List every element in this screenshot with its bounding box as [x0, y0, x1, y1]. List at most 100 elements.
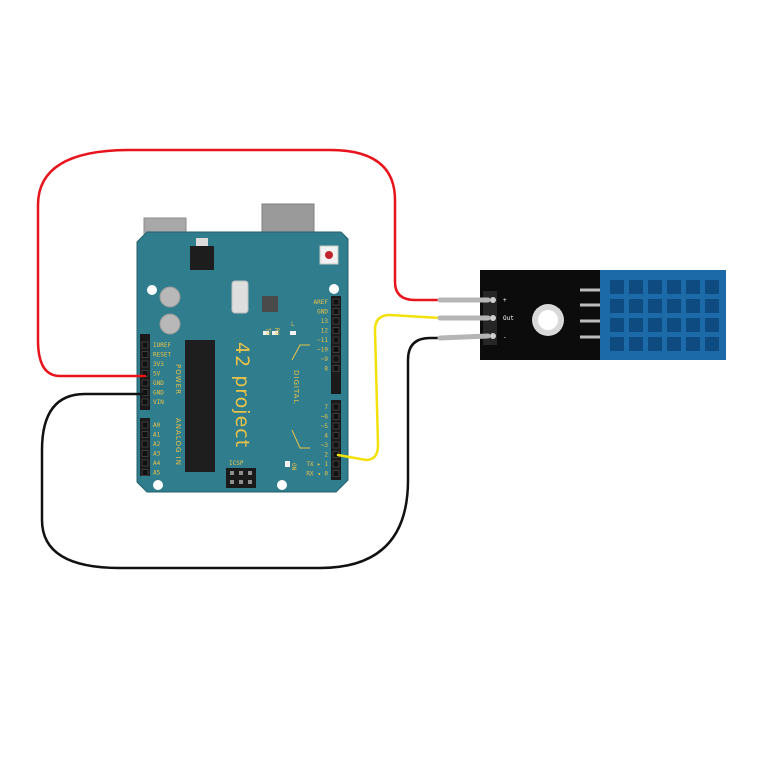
header-pin [332, 470, 340, 477]
header-pin [141, 431, 149, 438]
mount-hole [329, 284, 339, 294]
digital-bracket [291, 344, 310, 361]
wire-red [36, 148, 442, 378]
header-pin [141, 379, 149, 387]
header-pin [332, 317, 340, 325]
header-pin-label: 5V [153, 371, 161, 378]
header-pin [332, 432, 340, 439]
header-pin [332, 355, 340, 363]
rx-led [272, 331, 278, 335]
sensor-module: + Out - [480, 270, 726, 360]
header-pin-label: A1 [153, 432, 161, 439]
grille-cell [610, 280, 624, 294]
grille-cell [667, 318, 681, 332]
wire-yellow [336, 313, 442, 462]
rx-led-label: RX [273, 328, 280, 336]
grille-cell [610, 318, 624, 332]
header-pin-label: 8 [324, 366, 328, 373]
on-led-label: ON [290, 463, 297, 471]
wire-ferrules [437, 297, 491, 341]
header-pin-label: GND [153, 390, 164, 397]
sensor-mount-hole-inner [538, 310, 558, 330]
l-led-label: L [291, 321, 295, 328]
analog-label: ANALOG IN [174, 418, 182, 466]
header-pin-label: ~5 [321, 423, 329, 430]
header-pin [332, 441, 340, 449]
header-pin [332, 403, 340, 411]
mount-hole [153, 480, 163, 490]
grille-cell [705, 280, 719, 294]
header-pin [332, 327, 340, 334]
grille-cell [686, 280, 700, 294]
capacitor [159, 313, 181, 335]
power-pins: IOREF RESET 3V3 5V GND GND VIN [141, 341, 171, 406]
header-pin-label: A0 [153, 422, 161, 429]
grille-cell [629, 299, 643, 313]
grille-cell [648, 280, 662, 294]
icsp-label: ICSP [229, 460, 244, 467]
header-pin [332, 460, 340, 468]
header-pin [332, 413, 340, 420]
header-pin-label: 12 [321, 328, 329, 335]
header-pin-label: 2 [324, 452, 328, 459]
icsp-pins [230, 471, 252, 484]
header-pin [141, 469, 149, 476]
header-pin-label: ~9 [321, 356, 329, 363]
crystal [231, 280, 249, 314]
grille-cell [648, 337, 662, 351]
on-led [285, 461, 290, 467]
header-pin [141, 459, 149, 467]
grille-cell [610, 299, 624, 313]
sensor-pin-label-out: Out [503, 315, 514, 322]
header-pin-label: ~10 [317, 347, 328, 354]
header-pin-label: AREF [314, 299, 329, 306]
digital-label: DIGITAL [292, 370, 300, 404]
grille-cell [686, 318, 700, 332]
grille-cell [667, 280, 681, 294]
header-pin-label: A2 [153, 441, 161, 448]
header-pin [141, 398, 149, 406]
header-pin-label: 3V3 [153, 361, 164, 368]
mount-hole [277, 480, 287, 490]
digital-bracket [291, 429, 310, 449]
capacitor [159, 286, 181, 308]
grille-cell [629, 280, 643, 294]
header-pin-label: 13 [321, 318, 329, 325]
header-pin-label: A4 [153, 460, 161, 467]
grille-cell [648, 318, 662, 332]
grille-cell [686, 299, 700, 313]
header-pin [141, 440, 149, 448]
tx-led-label: TX [264, 328, 271, 336]
power-label: POWER [174, 364, 182, 395]
grille-cell [610, 337, 624, 351]
digital-header-bottom [331, 400, 341, 480]
header-pin-label: RESET [153, 352, 171, 359]
board-logo: 42 project [231, 342, 253, 448]
header-pin-label: GND [153, 380, 164, 387]
sensor-pin [490, 297, 496, 303]
tx-led [263, 331, 269, 335]
header-pin-label: A5 [153, 470, 161, 477]
usb-chip [262, 296, 278, 312]
atmega-chip [185, 340, 215, 472]
header-pin [332, 308, 340, 315]
header-pin-label: IOREF [153, 342, 171, 349]
grille-cell [705, 318, 719, 332]
grille-cell [629, 318, 643, 332]
header-pin-label: ~6 [321, 414, 329, 421]
grille-cell [667, 299, 681, 313]
header-pin [141, 351, 149, 358]
header-pin-label: RX ◂ 0 [306, 471, 328, 478]
header-pin [332, 346, 340, 353]
header-pin-label: 4 [324, 433, 328, 440]
grille-cell [705, 299, 719, 313]
wires [36, 148, 491, 570]
header-pin-label: VIN [153, 399, 164, 406]
grille-cell [629, 337, 643, 351]
header-pin-label: 7 [324, 404, 328, 411]
header-pin [332, 422, 340, 430]
sensor-leads [580, 288, 600, 339]
grille-cell [686, 337, 700, 351]
